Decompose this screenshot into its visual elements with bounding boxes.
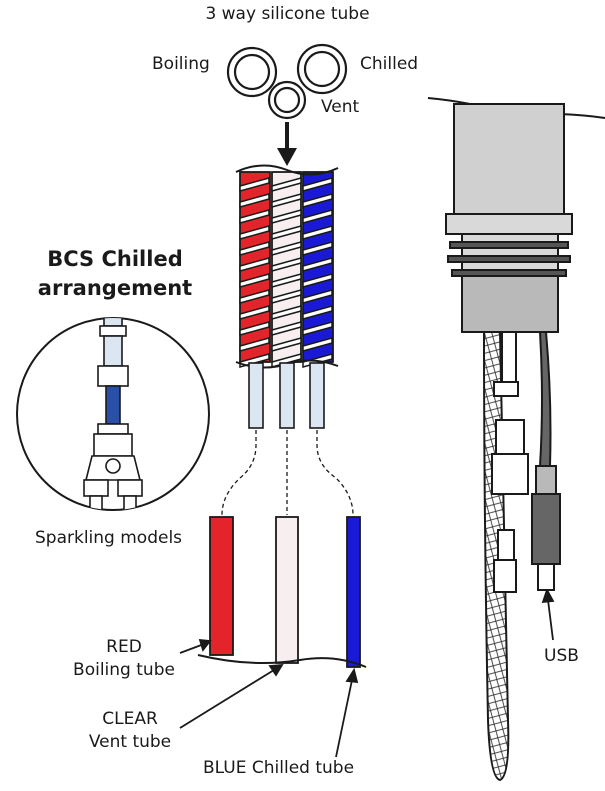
sparkling-models-label: Sparkling models bbox=[35, 528, 183, 548]
spiral-band bbox=[239, 193, 270, 208]
vent-label: Vent bbox=[321, 97, 360, 117]
spiral-band bbox=[302, 209, 333, 224]
usb-label: USB bbox=[544, 646, 579, 666]
tube-title-label: 3 way silicone tube bbox=[205, 4, 370, 24]
spiral-band bbox=[239, 241, 270, 256]
spiral-band bbox=[271, 257, 302, 272]
red-label: RED bbox=[106, 637, 142, 657]
spiral-band bbox=[271, 289, 302, 304]
blue-inner-tube bbox=[309, 362, 325, 429]
blue-chilled-tube-label: BLUE Chilled tube bbox=[203, 758, 355, 778]
spiral-band bbox=[302, 193, 333, 208]
blue-sparkling-tube bbox=[105, 385, 121, 425]
spiral-band bbox=[239, 257, 270, 272]
spiral-band bbox=[239, 273, 270, 288]
spiral-band bbox=[271, 193, 302, 208]
spiral-band bbox=[271, 225, 302, 240]
spiral-band bbox=[271, 305, 302, 320]
usb-cable bbox=[538, 331, 552, 467]
down-arrow-icon bbox=[277, 122, 297, 166]
spiral-band bbox=[302, 305, 333, 320]
red-boiling-tube bbox=[209, 516, 234, 656]
spiral-band bbox=[239, 209, 270, 224]
spiral-band bbox=[239, 321, 270, 336]
spiral-band bbox=[271, 177, 302, 192]
lower-tubes bbox=[197, 516, 367, 668]
spiral-wrap bbox=[239, 177, 333, 368]
chilled-label: Chilled bbox=[360, 54, 419, 74]
spiral-band bbox=[302, 225, 333, 240]
spiral-band bbox=[271, 337, 302, 352]
arrangement-heading-line1: BCS Chilled bbox=[47, 247, 183, 271]
spiral-band bbox=[302, 289, 333, 304]
boiling-label: Boiling bbox=[152, 54, 210, 74]
inset-circle bbox=[16, 317, 210, 511]
clear-label: CLEAR bbox=[102, 709, 158, 729]
vent-tube-label: Vent tube bbox=[88, 732, 172, 752]
spiral-band bbox=[302, 257, 333, 272]
spiral-band bbox=[239, 337, 270, 352]
spiral-band bbox=[239, 225, 270, 240]
spiral-band bbox=[302, 241, 333, 256]
tube-bundle bbox=[235, 164, 339, 429]
pointer-arrows bbox=[179, 587, 555, 758]
spiral-band bbox=[239, 177, 270, 192]
boiling-tube-label: Boiling tube bbox=[73, 660, 175, 680]
spiral-band bbox=[271, 241, 302, 256]
tube-cross-section bbox=[226, 43, 348, 120]
spiral-band bbox=[302, 177, 333, 192]
clear-inner-tube bbox=[279, 362, 295, 429]
spiral-band bbox=[239, 353, 270, 368]
clear-vent-tube bbox=[275, 516, 299, 664]
spiral-band bbox=[239, 289, 270, 304]
tap-body bbox=[453, 103, 565, 215]
spiral-band bbox=[271, 209, 302, 224]
spiral-band bbox=[302, 337, 333, 352]
tap-assembly bbox=[427, 97, 605, 782]
blue-chilled-tube bbox=[346, 516, 361, 668]
spiral-band bbox=[302, 321, 333, 336]
spiral-band bbox=[271, 273, 302, 288]
dashed-connectors bbox=[221, 430, 354, 516]
spiral-band bbox=[271, 321, 302, 336]
spiral-band bbox=[239, 305, 270, 320]
spiral-band bbox=[302, 273, 333, 288]
usb-connector bbox=[531, 493, 561, 565]
arrangement-heading-line2: arrangement bbox=[37, 276, 193, 300]
red-inner-tube bbox=[248, 362, 264, 429]
